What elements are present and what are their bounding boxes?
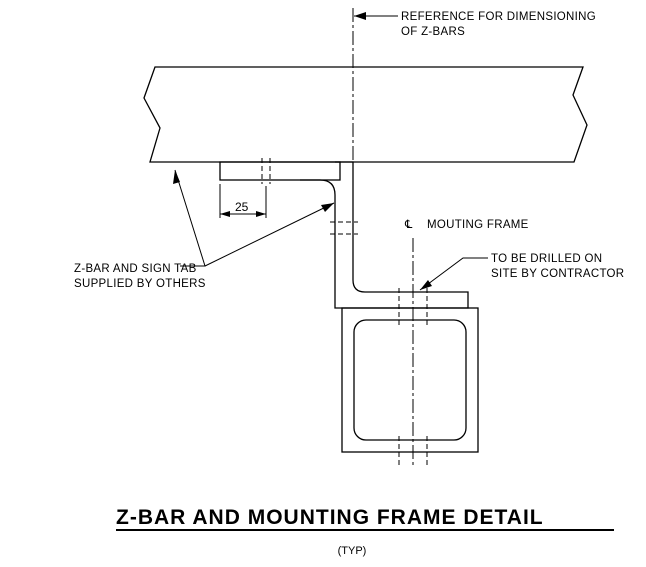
zbar-label-line2: SUPPLIED BY OTHERS [74,278,206,290]
drill-label-line1: TO BE DRILLED ON [491,253,602,265]
reference-label-line2: OF Z-BARS [401,26,465,38]
zbar-callout-arrow [173,170,180,184]
mounting-frame-inner [353,319,467,441]
drawing-title: Z-BAR AND MOUNTING FRAME DETAIL [116,506,544,529]
reference-label-line1: REFERENCE FOR DIMENSIONING [401,11,596,23]
z-bar-outline [300,161,469,309]
reference-arrow [354,12,366,20]
zbar-label-line1: Z-BAR AND SIGN TAB [74,263,197,275]
centerline-symbol: ℄ [404,219,413,231]
dimension-arrow [220,211,230,217]
mounting-frame-label: MOUTING FRAME [427,219,529,231]
drill-callout-leader [419,257,488,291]
main-member-outline [143,66,588,163]
dimension-arrow [256,211,266,217]
drill-label-line2: SITE BY CONTRACTOR [491,268,624,280]
sign-tab [219,161,341,181]
zbar-callout-arrow [321,203,334,212]
zbar-callout-leader [174,169,206,267]
mounting-frame-outer [341,307,479,453]
zbar-callout-leader [204,202,335,267]
dimension-value: 25 [235,200,249,214]
drawing-subtitle: (TYP) [338,545,367,557]
drill-callout-arrow [420,280,432,290]
